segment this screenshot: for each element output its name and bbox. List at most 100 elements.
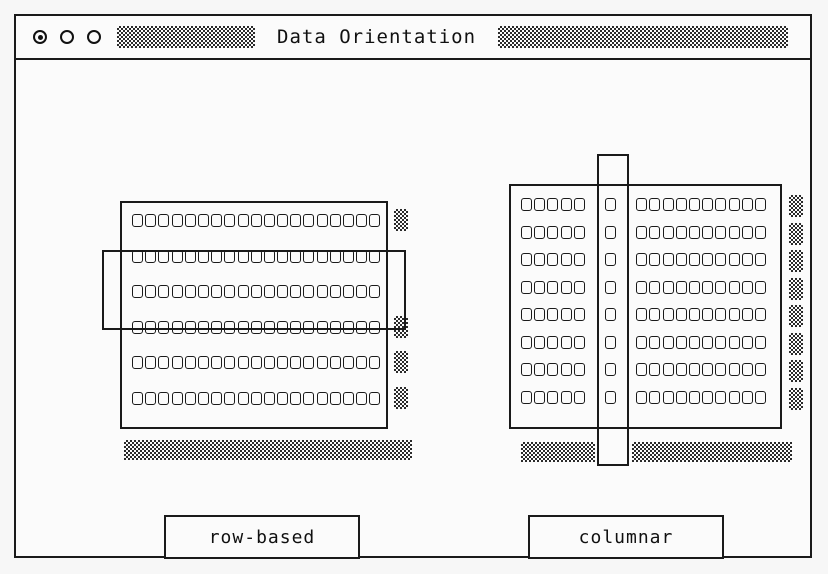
data-cell bbox=[534, 198, 546, 211]
row-based-record-row bbox=[132, 249, 381, 263]
titlebar-texture-left bbox=[117, 26, 255, 48]
data-cell bbox=[521, 280, 532, 294]
columnar-cell-group bbox=[636, 253, 766, 266]
data-cell bbox=[197, 285, 209, 298]
data-cell bbox=[356, 356, 368, 369]
data-cell bbox=[132, 391, 143, 405]
data-cell bbox=[702, 253, 714, 266]
data-cell bbox=[702, 280, 714, 294]
data-cell bbox=[649, 308, 661, 321]
row-based-record-row bbox=[132, 285, 381, 298]
data-cell bbox=[560, 390, 572, 404]
data-cell bbox=[547, 390, 559, 404]
data-cell bbox=[329, 391, 341, 405]
data-cell bbox=[702, 225, 714, 239]
data-cell bbox=[343, 391, 354, 405]
data-cell bbox=[303, 356, 315, 369]
columnar-cell-group bbox=[605, 335, 616, 349]
data-cell bbox=[702, 198, 714, 211]
data-cell bbox=[715, 335, 727, 349]
columnar-cell-group bbox=[521, 308, 585, 321]
data-cell bbox=[316, 391, 328, 405]
data-cell bbox=[263, 320, 275, 334]
caption-row-based[interactable]: row-based bbox=[164, 515, 360, 559]
columnar-panel bbox=[509, 184, 782, 429]
data-cell bbox=[573, 198, 585, 211]
data-cell bbox=[316, 285, 328, 298]
row-based-record-row bbox=[132, 320, 381, 334]
data-cell bbox=[728, 280, 740, 294]
column-overflow-texture bbox=[789, 195, 803, 217]
data-cell bbox=[715, 253, 727, 266]
columnar-cell-group bbox=[636, 363, 766, 376]
data-cell bbox=[754, 253, 766, 266]
data-cell bbox=[290, 249, 302, 263]
data-cell bbox=[573, 335, 585, 349]
data-cell bbox=[171, 214, 183, 227]
data-cell bbox=[534, 363, 546, 376]
data-cell bbox=[303, 249, 315, 263]
data-cell bbox=[343, 320, 354, 334]
data-cell bbox=[145, 214, 157, 227]
data-cell bbox=[303, 391, 315, 405]
data-cell bbox=[211, 214, 223, 227]
row-based-panel bbox=[120, 201, 388, 429]
data-cell bbox=[250, 249, 262, 263]
data-cell bbox=[250, 391, 262, 405]
data-cell bbox=[521, 390, 532, 404]
diagram-row-based bbox=[102, 172, 422, 472]
data-cell bbox=[277, 320, 289, 334]
data-cell bbox=[303, 320, 315, 334]
data-cell bbox=[224, 356, 236, 369]
data-cell bbox=[688, 280, 700, 294]
row-overflow-texture bbox=[394, 209, 408, 231]
row-based-record-row bbox=[132, 391, 381, 405]
data-cell bbox=[343, 285, 354, 298]
data-cell bbox=[702, 390, 714, 404]
data-cell bbox=[224, 214, 236, 227]
data-cell bbox=[728, 225, 740, 239]
data-cell bbox=[573, 225, 585, 239]
data-cell bbox=[675, 335, 687, 349]
row-based-record-row bbox=[132, 356, 381, 369]
data-cell bbox=[754, 225, 766, 239]
data-cell bbox=[329, 320, 341, 334]
columnar-cell-group bbox=[605, 308, 616, 321]
data-cell bbox=[741, 363, 753, 376]
data-cell bbox=[605, 390, 616, 404]
data-cell bbox=[250, 356, 262, 369]
row-overflow-texture bbox=[394, 351, 408, 373]
columnar-cell-group bbox=[521, 225, 585, 239]
data-cell bbox=[662, 308, 674, 321]
window-control-focused-icon[interactable] bbox=[33, 30, 47, 44]
data-cell bbox=[290, 214, 302, 227]
caption-columnar[interactable]: columnar bbox=[528, 515, 724, 559]
data-cell bbox=[171, 356, 183, 369]
data-cell bbox=[675, 390, 687, 404]
data-cell bbox=[277, 285, 289, 298]
data-cell bbox=[741, 198, 753, 211]
data-cell bbox=[573, 363, 585, 376]
column-overflow-texture bbox=[789, 305, 803, 327]
data-cell bbox=[145, 249, 157, 263]
data-cell bbox=[754, 280, 766, 294]
data-cell bbox=[534, 225, 546, 239]
data-cell bbox=[702, 308, 714, 321]
data-cell bbox=[250, 214, 262, 227]
data-cell bbox=[521, 335, 532, 349]
data-cell bbox=[605, 280, 616, 294]
window-control-third-icon[interactable] bbox=[87, 30, 101, 44]
window-control-second-icon[interactable] bbox=[60, 30, 74, 44]
data-cell bbox=[547, 363, 559, 376]
columnar-cell-group bbox=[636, 280, 766, 294]
data-cell bbox=[171, 285, 183, 298]
data-cell bbox=[356, 285, 368, 298]
data-cell bbox=[158, 356, 170, 369]
data-cell bbox=[605, 225, 616, 239]
data-cell bbox=[303, 285, 315, 298]
data-cell bbox=[521, 198, 532, 211]
data-cell bbox=[290, 320, 302, 334]
data-cell bbox=[534, 280, 546, 294]
data-cell bbox=[662, 198, 674, 211]
data-cell bbox=[237, 249, 249, 263]
